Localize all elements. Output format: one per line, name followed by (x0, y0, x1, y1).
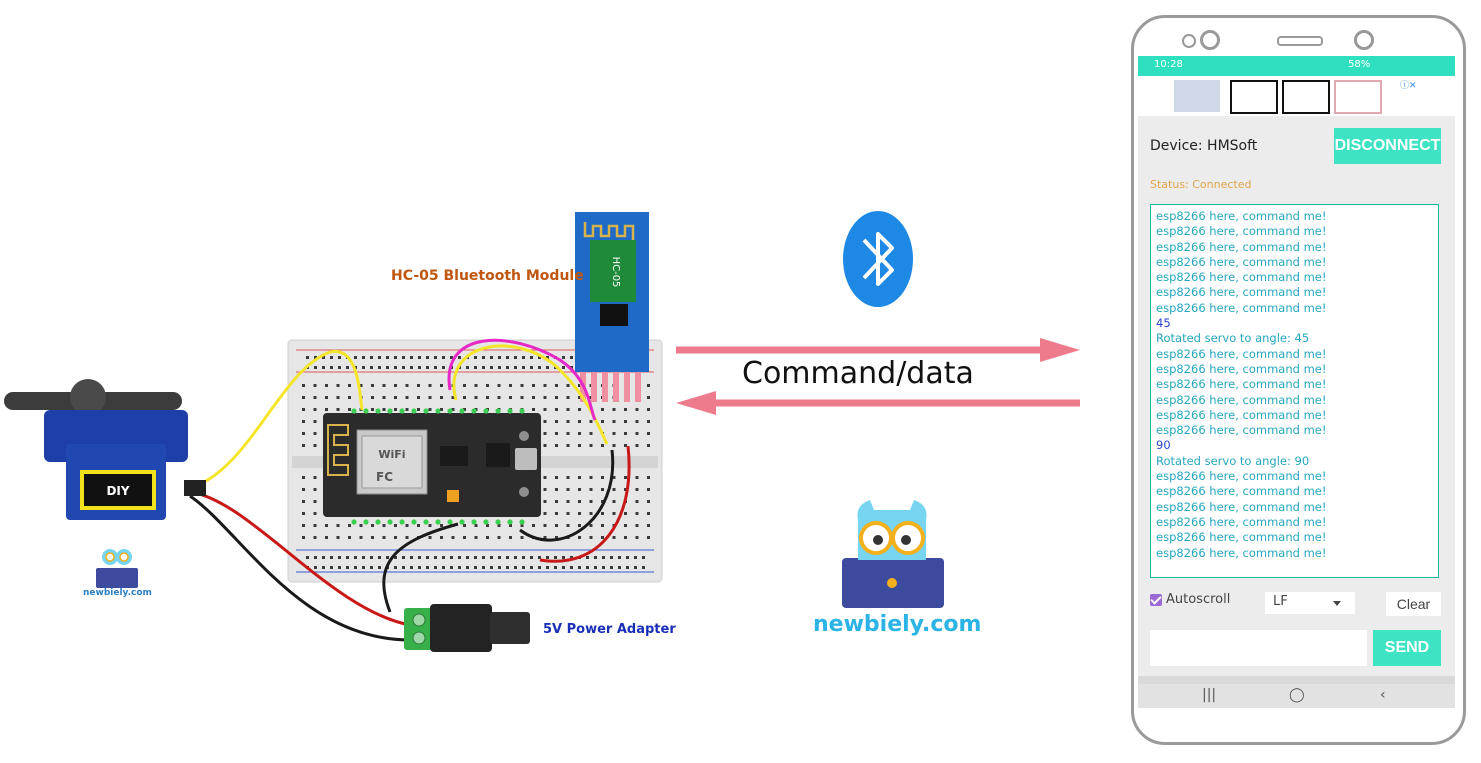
log-line: esp8266 here, command me! (1156, 545, 1327, 560)
log-line: esp8266 here, command me! (1156, 469, 1327, 484)
log-line: esp8266 here, command me! (1156, 254, 1327, 269)
hc05-module: HC-05 (575, 212, 649, 402)
send-button[interactable]: SEND (1373, 630, 1441, 666)
log-line: Rotated servo to angle: 90 (1156, 453, 1310, 468)
log-line: esp8266 here, command me! (1156, 423, 1327, 438)
device-label: Device: HMSoft (1150, 138, 1258, 154)
owl-logo-large (842, 500, 944, 608)
home-icon[interactable]: ◯ (1289, 687, 1305, 703)
send-input[interactable] (1150, 630, 1367, 666)
ad-thumbnail (1282, 80, 1330, 114)
log-line: esp8266 here, command me! (1156, 346, 1327, 361)
esp8266-board: WiFi FC (323, 408, 541, 525)
wires (189, 338, 631, 642)
log-line: esp8266 here, command me! (1156, 499, 1327, 514)
clear-button[interactable]: Clear (1386, 592, 1441, 616)
checkbox-icon[interactable] (1150, 593, 1162, 606)
app-body: Device: HMSoft DISCONNECT Status: Connec… (1138, 116, 1455, 676)
sensor-icon (1182, 34, 1196, 48)
line-ending-select[interactable]: LF (1265, 592, 1355, 614)
log-line: esp8266 here, command me! (1156, 514, 1327, 529)
front-camera-icon (1354, 30, 1374, 50)
status-battery: 58% (1348, 59, 1371, 70)
ad-banner[interactable]: ⓘ✕ (1138, 76, 1455, 116)
android-nav-bar: ||| ◯ ‹ (1138, 684, 1455, 708)
data-arrows (676, 338, 1080, 415)
log-line: esp8266 here, command me! (1156, 285, 1327, 300)
brand-name-small: newbiely.com (83, 588, 152, 598)
log-line: esp8266 here, command me! (1156, 484, 1327, 499)
log-line: esp8266 here, command me! (1156, 407, 1327, 422)
phone-screen: 10:28 58% ⓘ✕ Device: HMSoft DISCONNECT S… (1138, 56, 1455, 708)
line-ending-value: LF (1273, 594, 1288, 609)
log-line: esp8266 here, command me! (1156, 377, 1327, 392)
ad-thumbnail (1174, 80, 1220, 112)
bluetooth-icon (843, 211, 913, 307)
chevron-down-icon (1333, 601, 1341, 606)
log-line: esp8266 here, command me! (1156, 530, 1327, 545)
log-line: esp8266 here, command me! (1156, 209, 1327, 223)
svg-text:HC-05: HC-05 (610, 257, 621, 288)
ad-info-icon[interactable]: ⓘ✕ (1400, 81, 1417, 91)
svg-text:DIY: DIY (106, 484, 129, 498)
log-line: 45 (1156, 316, 1171, 331)
log-line: esp8266 here, command me! (1156, 300, 1327, 315)
log-line: esp8266 here, command me! (1156, 239, 1327, 254)
back-icon[interactable]: ‹ (1380, 687, 1386, 703)
svg-text:WiFi: WiFi (378, 448, 405, 461)
camera-icon (1200, 30, 1220, 50)
brand-name-large: newbiely.com (813, 612, 982, 637)
recent-apps-icon[interactable]: ||| (1202, 687, 1217, 703)
speaker-icon (1277, 36, 1323, 46)
autoscroll-label: Autoscroll (1166, 592, 1231, 607)
status-bar: 10:28 58% (1138, 56, 1455, 76)
ad-thumbnail (1230, 80, 1278, 114)
status-time: 10:28 (1154, 59, 1183, 70)
owl-logo-small (96, 549, 138, 588)
hc05-label: HC-05 Bluetooth Module (391, 268, 584, 284)
power-adapter (404, 604, 530, 652)
log-line: esp8266 here, command me! (1156, 392, 1327, 407)
command-data-label: Command/data (742, 356, 974, 391)
log-line: esp8266 here, command me! (1156, 270, 1327, 285)
log-line: 90 (1156, 438, 1171, 453)
log-line: Rotated servo to angle: 45 (1156, 331, 1310, 346)
serial-log[interactable]: esp8266 here, command me!esp8266 here, c… (1150, 204, 1439, 578)
log-line: esp8266 here, command me! (1156, 361, 1327, 376)
power-adapter-label: 5V Power Adapter (543, 622, 676, 637)
connection-status: Status: Connected (1150, 178, 1252, 191)
servo-motor: DIY (4, 379, 206, 520)
autoscroll-checkbox[interactable]: Autoscroll (1150, 592, 1230, 607)
ad-thumbnail (1334, 80, 1382, 114)
log-line: esp8266 here, command me! (1156, 224, 1327, 239)
svg-text:FC: FC (376, 470, 393, 484)
disconnect-button[interactable]: DISCONNECT (1334, 128, 1441, 164)
